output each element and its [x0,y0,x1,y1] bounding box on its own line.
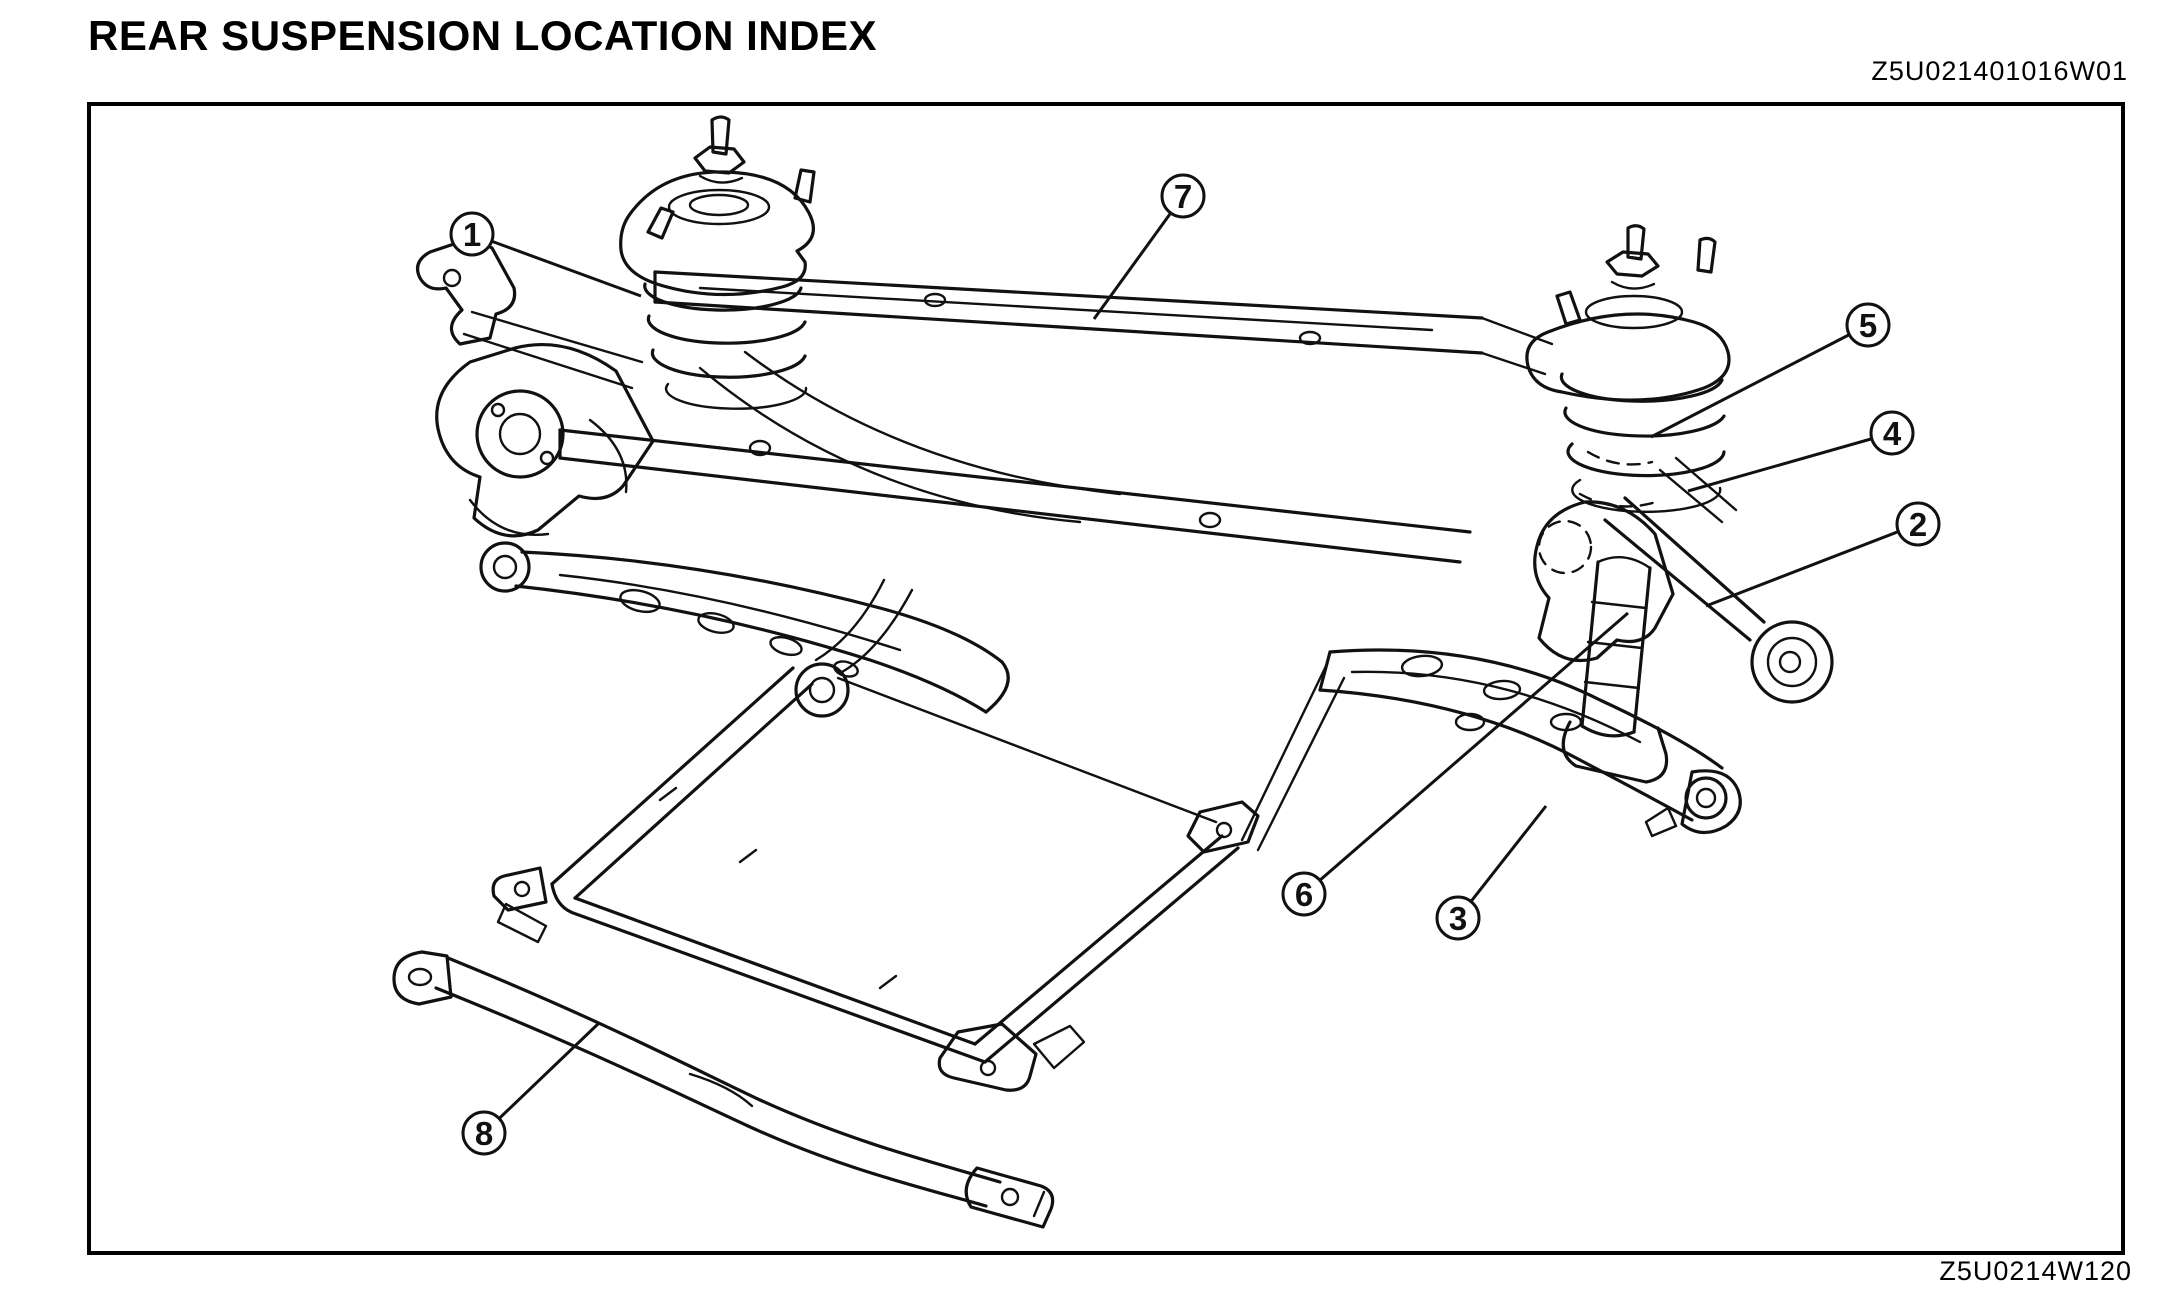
figure-border [87,102,2125,1255]
shock-absorber [1533,500,1675,784]
callout-7: 7 [1092,173,1206,320]
callout-1: 1 [449,211,642,298]
callout-2: 2 [1705,501,1941,608]
callout-4: 4 [1687,410,1915,493]
callout-4-circle [1869,410,1915,456]
callout-5-number: 5 [1859,307,1877,344]
figure-code-bottom-right: Z5U0214W120 [1939,1256,2132,1286]
left-shock-and-spring [619,115,816,410]
callout-5: 5 [1650,302,1891,439]
callout-4-number: 4 [1883,415,1902,452]
callout-6-circle [1281,871,1327,917]
figure-code-top-right: Z5U021401016W01 [1871,56,2128,86]
callout-2-leader [1705,522,1919,608]
callout-3-number: 3 [1449,900,1467,937]
crossmember [558,270,1554,564]
left-lower-arm [479,541,1010,714]
callout-6-number: 6 [1295,876,1313,913]
callout-6: 6 [1281,611,1629,917]
callout-1-number: 1 [463,216,481,253]
callout-8-leader [482,1021,601,1135]
callout-8-number: 8 [475,1115,493,1152]
callout-7-circle [1160,173,1206,219]
callout-5-circle [1845,302,1891,348]
callout-3-circle [1435,895,1481,941]
callout-1-circle [449,211,495,257]
callout-4-leader [1687,431,1893,493]
right-lower-arm [1240,648,1742,852]
callout-5-leader [1650,323,1869,439]
callout-3: 3 [1435,805,1548,941]
left-knuckle [435,342,655,538]
callout-7-leader [1092,195,1185,320]
callout-1-leader [471,232,642,298]
callout-2-number: 2 [1909,506,1927,543]
callout-3-leader [1456,805,1548,919]
lateral-link [1603,456,1834,704]
callout-7-number: 7 [1174,178,1192,215]
callout-2-circle [1895,501,1941,547]
stabilizer-bar [392,950,1055,1229]
callout-6-leader [1303,611,1629,896]
callout-8: 8 [461,1021,601,1156]
callout-8-circle [461,1110,507,1156]
page-title: REAR SUSPENSION LOCATION INDEX [88,12,877,59]
right-shock-and-spring [1525,224,1731,513]
sub-frame [491,662,1260,1092]
